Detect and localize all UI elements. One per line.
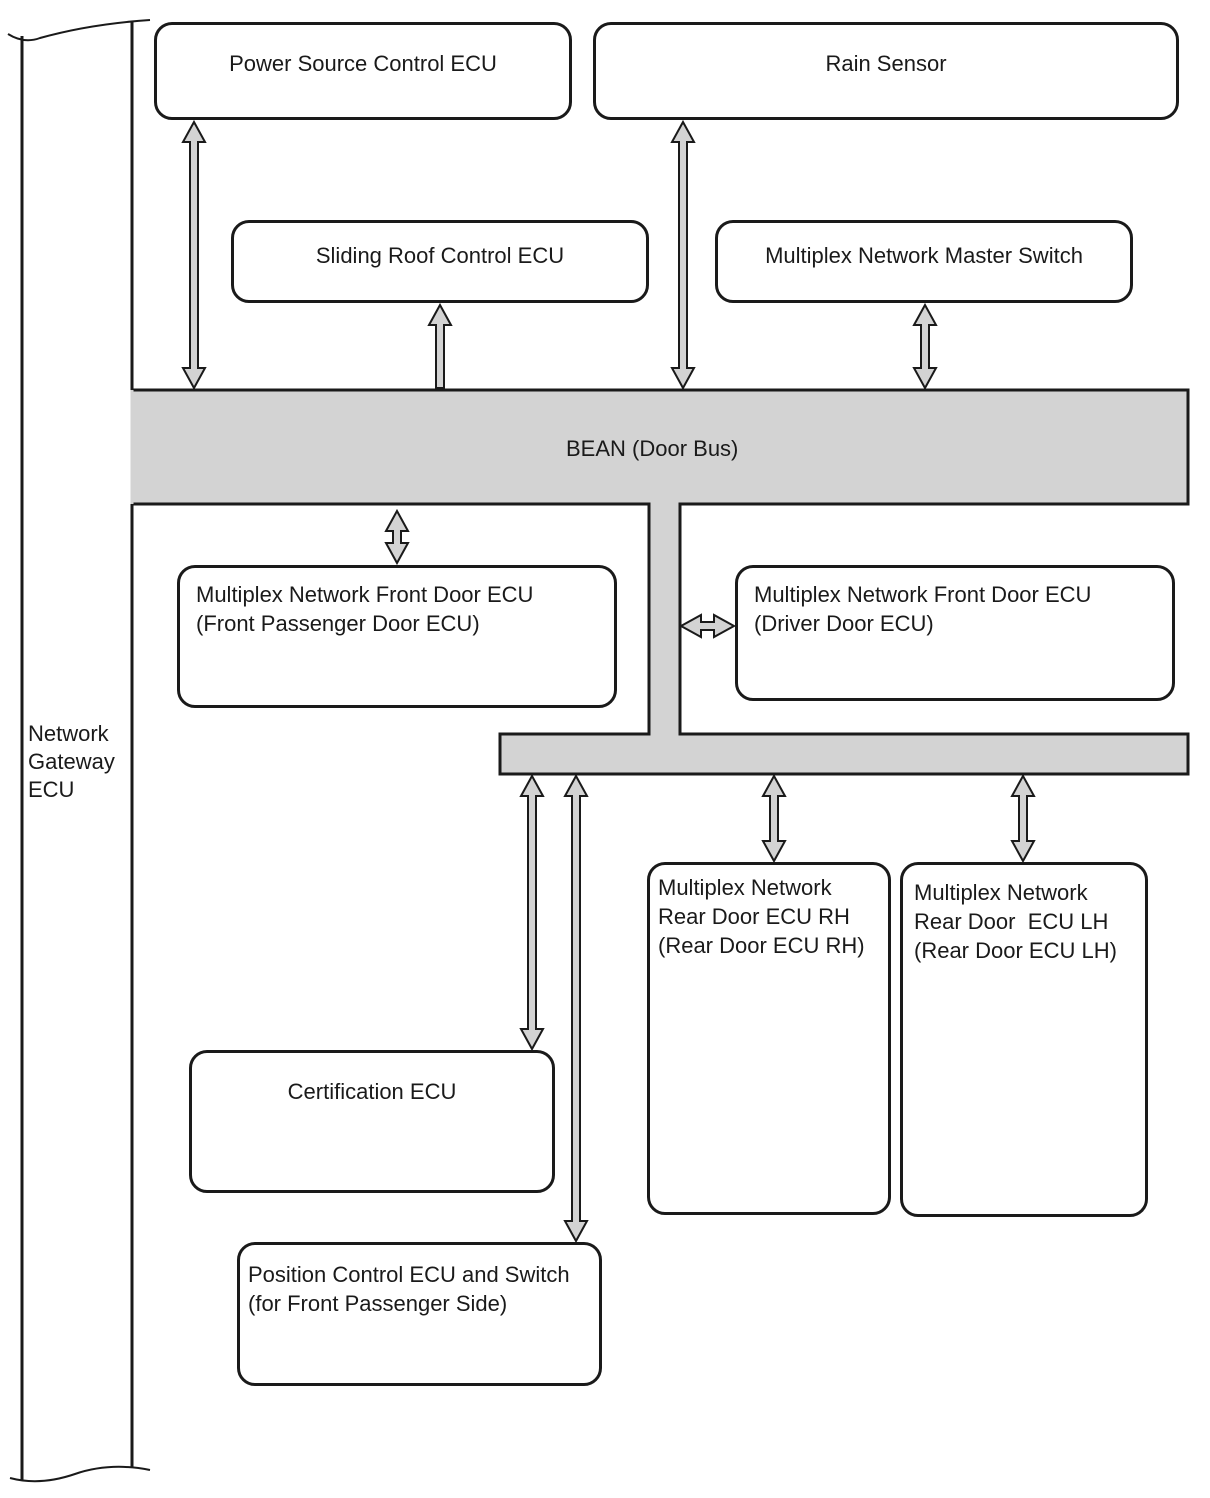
arrow-front-passenger-door bbox=[384, 508, 410, 566]
gateway-label: Network Gateway ECU bbox=[28, 721, 115, 802]
arrow-power-source bbox=[181, 119, 207, 391]
position-control-ecu-label: Position Control ECU and Switch (for Fro… bbox=[248, 1262, 570, 1316]
certification-ecu-label: Certification ECU bbox=[287, 1079, 457, 1104]
arrow-rear-door-rh bbox=[761, 773, 787, 864]
front-passenger-door-ecu-label: Multiplex Network Front Door ECU (Front … bbox=[196, 582, 534, 636]
rain-sensor-label: Rain Sensor bbox=[825, 51, 947, 76]
sliding-roof-control-ecu-box: Sliding Roof Control ECU bbox=[231, 220, 649, 303]
arrow-sliding-roof bbox=[427, 302, 453, 389]
power-source-control-ecu-label: Power Source Control ECU bbox=[229, 51, 497, 76]
arrow-position-control bbox=[563, 773, 589, 1244]
gateway-column-bottom-break bbox=[9, 1465, 151, 1483]
connector-arrows bbox=[181, 119, 1036, 1244]
rear-door-ecu-rh-box: Multiplex Network Rear Door ECU RH (Rear… bbox=[647, 862, 891, 1215]
driver-door-ecu-label: Multiplex Network Front Door ECU (Driver… bbox=[754, 582, 1092, 636]
arrow-rain-sensor bbox=[670, 119, 696, 391]
rear-door-ecu-lh-box: Multiplex Network Rear Door ECU LH (Rear… bbox=[900, 862, 1148, 1217]
arrow-master-switch bbox=[912, 302, 938, 391]
arrow-driver-door bbox=[678, 613, 737, 639]
multiplex-network-master-switch-label: Multiplex Network Master Switch bbox=[765, 243, 1083, 268]
bus-label: BEAN (Door Bus) bbox=[566, 436, 739, 461]
front-passenger-door-ecu-box: Multiplex Network Front Door ECU (Front … bbox=[177, 565, 617, 708]
rear-door-ecu-lh-label: Multiplex Network Rear Door ECU LH (Rear… bbox=[914, 880, 1117, 963]
rain-sensor-box: Rain Sensor bbox=[593, 22, 1179, 120]
bean-door-bus bbox=[130, 388, 1190, 776]
sliding-roof-control-ecu-label: Sliding Roof Control ECU bbox=[315, 243, 565, 268]
certification-ecu-box: Certification ECU bbox=[189, 1050, 555, 1193]
gateway-column-top-break bbox=[7, 19, 151, 42]
power-source-control-ecu-box: Power Source Control ECU bbox=[154, 22, 572, 120]
arrow-rear-door-lh bbox=[1010, 773, 1036, 864]
driver-door-ecu-box: Multiplex Network Front Door ECU (Driver… bbox=[735, 565, 1175, 701]
multiplex-network-master-switch-box: Multiplex Network Master Switch bbox=[715, 220, 1133, 303]
rear-door-ecu-rh-label: Multiplex Network Rear Door ECU RH (Rear… bbox=[658, 875, 865, 958]
arrow-certification bbox=[519, 773, 545, 1052]
position-control-ecu-box: Position Control ECU and Switch (for Fro… bbox=[237, 1242, 602, 1386]
